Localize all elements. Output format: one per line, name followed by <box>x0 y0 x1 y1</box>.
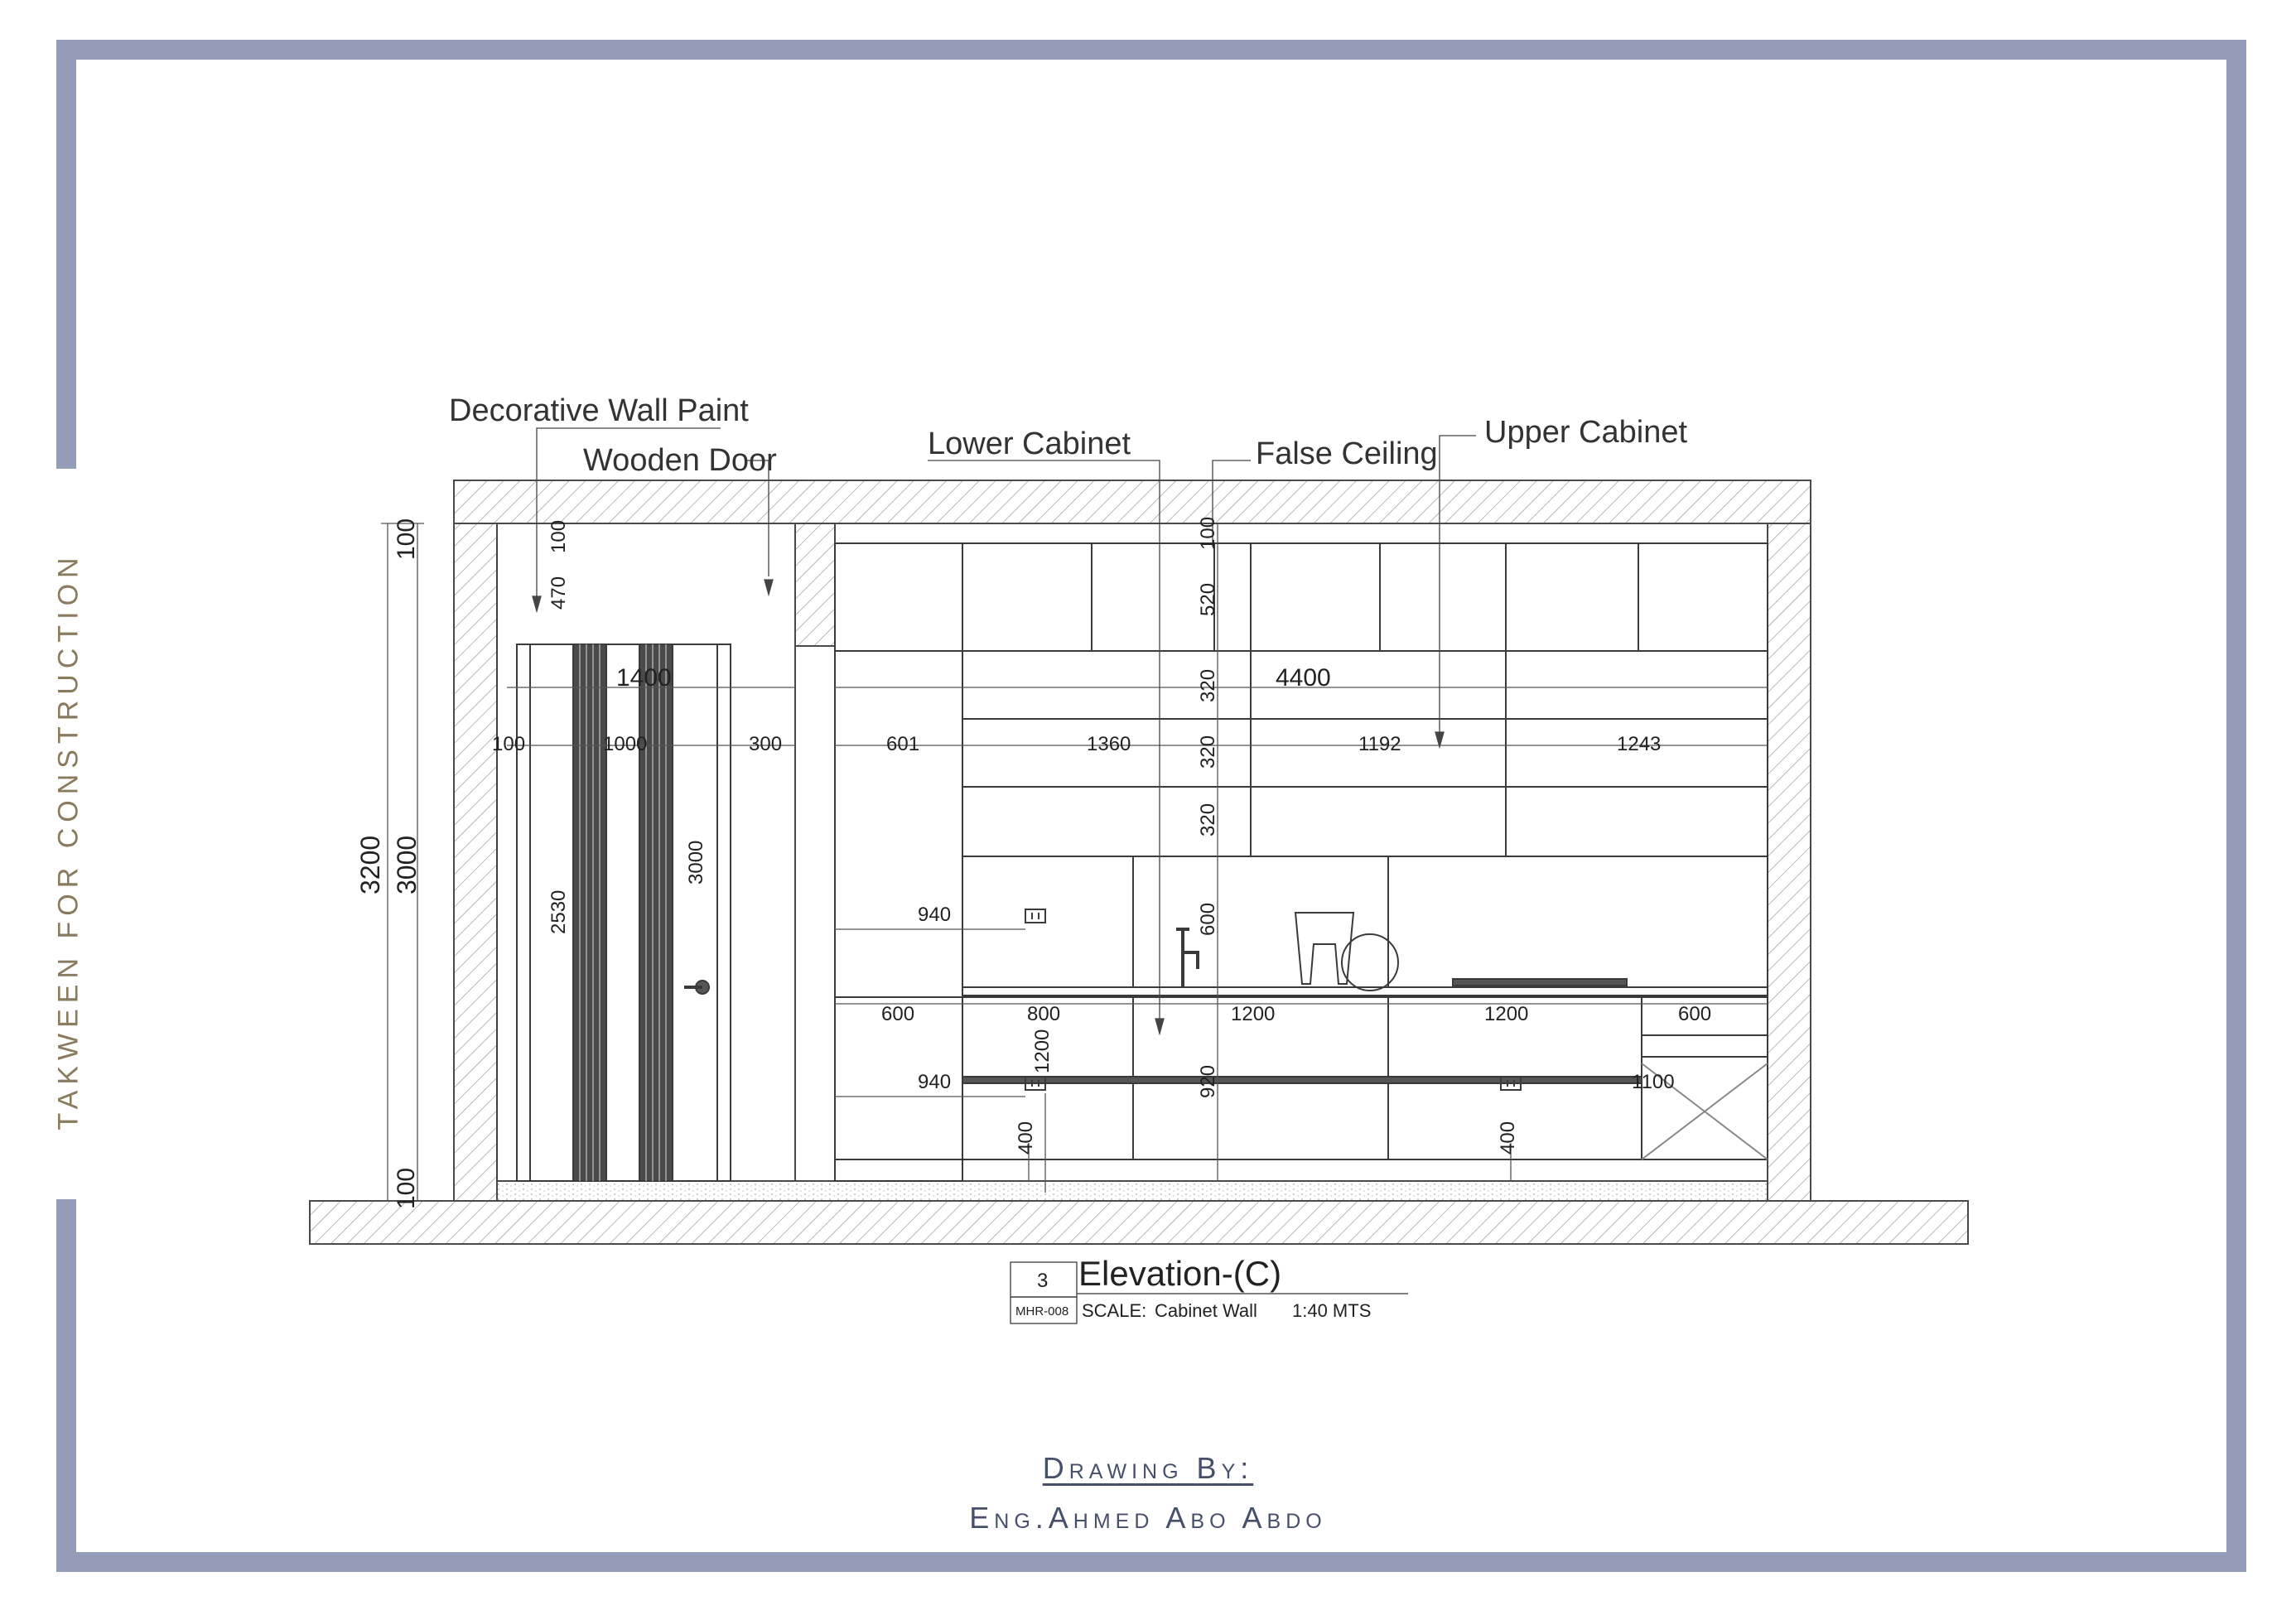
callout-labels: Decorative Wall Paint Wooden Door Lower … <box>449 393 1687 478</box>
dim-v-320c: 320 <box>1197 803 1219 836</box>
tall-column-cabinet <box>834 650 963 1182</box>
door-groove-right <box>639 644 673 1182</box>
title-heading: Elevation-(C) <box>1078 1254 1281 1293</box>
countertop <box>962 986 1768 996</box>
dim-base-800: 800 <box>1027 1003 1060 1025</box>
callout-lower-cabinet: Lower Cabinet <box>928 427 1131 461</box>
stool-icon <box>1294 912 1355 985</box>
dim-door-transom: 470 <box>547 576 570 610</box>
callout-decorative-wall-paint: Decorative Wall Paint <box>449 393 749 428</box>
title-ref-box <box>1010 1296 1078 1324</box>
title-scale-value: 1:40 MTS <box>1292 1300 1371 1321</box>
dim-base-1200a: 1200 <box>1231 1003 1275 1025</box>
groove-lines <box>579 644 667 1181</box>
frame-top <box>56 40 2246 60</box>
dim-overall-3200: 3200 <box>355 836 385 894</box>
callout-wooden-door: Wooden Door <box>583 443 777 478</box>
bulkhead <box>794 523 836 647</box>
drawer-rail <box>962 1076 1642 1084</box>
dim-v-320a: 320 <box>1197 669 1219 702</box>
floor-slab <box>309 1200 1969 1245</box>
dimension-lines <box>381 523 1768 1202</box>
socket-icon-lower-left <box>1025 1076 1046 1091</box>
title-sheet-ref: MHR-008 <box>1015 1304 1068 1319</box>
upper-bank <box>962 650 1768 857</box>
end-shelf <box>1641 996 1768 1160</box>
dim-door-zone: 1400 <box>616 664 672 692</box>
socket-icon-lower-right <box>1500 1076 1522 1091</box>
dim-v-920: 920 <box>1197 1065 1219 1098</box>
wooden-door <box>496 538 731 1182</box>
dim-upper-1243: 1243 <box>1617 733 1661 755</box>
upper-cabinets <box>834 542 1768 1182</box>
dim-base-1200b: 1200 <box>1484 1003 1528 1025</box>
dim-base-600-left: 600 <box>881 1003 914 1025</box>
hob-icon <box>1452 978 1628 986</box>
dim-overall-3000: 3000 <box>392 836 422 894</box>
callout-upper-cabinet: Upper Cabinet <box>1484 415 1687 450</box>
dim-door-left: 100 <box>492 733 525 755</box>
dim-v-320b: 320 <box>1197 735 1219 769</box>
dim-upper-1192: 1192 <box>1358 733 1401 755</box>
socket-icon-upper <box>1025 909 1046 923</box>
callout-false-ceiling: False Ceiling <box>1256 436 1438 471</box>
upper-top-row <box>834 542 1768 652</box>
dim-door-frame: 3000 <box>685 841 707 885</box>
right-wall <box>1767 523 1811 1202</box>
frame-right <box>2226 40 2246 1572</box>
title-block: 3 MHR-008 Elevation-(C) SCALE: Cabinet W… <box>1010 1254 1408 1324</box>
dim-wall-width: 4400 <box>1276 664 1331 692</box>
ceiling-slab <box>453 480 1811 524</box>
callout-leaders <box>532 427 1476 1036</box>
title-scale-label: SCALE: <box>1082 1300 1146 1321</box>
dim-door-leaf: 2530 <box>547 890 570 934</box>
left-wall <box>453 523 498 1202</box>
bowl-icon <box>1341 933 1399 991</box>
title-number: 3 <box>1037 1270 1048 1292</box>
drawing-by-label: Drawing By: <box>1042 1451 1254 1485</box>
dimension-texts: 100 3200 3000 100 100 470 2530 3000 1400… <box>355 517 1711 1209</box>
dim-door-right: 300 <box>749 733 782 755</box>
dim-v-1200: 1200 <box>1031 1029 1054 1073</box>
credits-block: Drawing By: Eng.Ahmed Abo Abdo <box>0 1451 2296 1535</box>
dim-upper-601: 601 <box>886 733 919 755</box>
dim-socket-1100: 1100 <box>1632 1071 1675 1093</box>
dim-socket-940-lower: 940 <box>918 1071 951 1093</box>
faucet-icon <box>1176 928 1199 987</box>
dim-door-width: 1000 <box>603 733 647 755</box>
dim-v-520: 520 <box>1197 583 1219 616</box>
dim-upper-1360: 1360 <box>1087 733 1131 755</box>
lower-cabinets <box>834 996 1768 1160</box>
left-low-panel <box>834 996 963 1160</box>
frame-left-upper <box>56 40 76 469</box>
door-frame <box>516 644 731 1182</box>
title-drawing-name: Cabinet Wall <box>1155 1300 1257 1321</box>
dim-door-top: 100 <box>547 520 570 553</box>
engineer-name: Eng.Ahmed Abo Abdo <box>969 1501 1327 1535</box>
door-groove-left <box>572 644 607 1182</box>
dim-socket-400-right: 400 <box>1497 1121 1519 1155</box>
frame-left-lower <box>56 1199 76 1572</box>
dim-socket-940-upper: 940 <box>918 904 951 926</box>
dim-top-slab: 100 <box>393 518 420 560</box>
floor-finish <box>496 1180 1768 1202</box>
countertop-items <box>962 909 1768 996</box>
dim-bottom-slab: 100 <box>393 1168 420 1209</box>
dim-socket-400-left: 400 <box>1015 1121 1037 1155</box>
dim-v-600: 600 <box>1197 903 1219 936</box>
frame-bottom <box>56 1552 2246 1572</box>
dim-v-100: 100 <box>1197 517 1219 550</box>
dim-base-600-right: 600 <box>1678 1003 1711 1025</box>
